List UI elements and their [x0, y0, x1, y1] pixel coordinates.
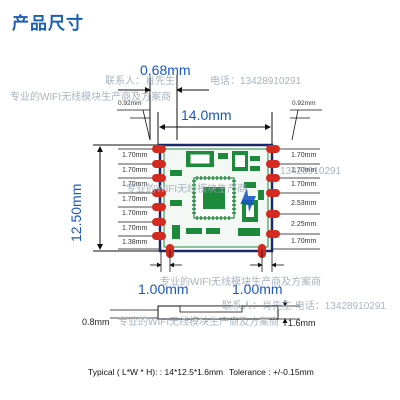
- left-pads: [152, 145, 166, 240]
- height-dimension: [93, 144, 160, 252]
- right-pitch-label: 1.70mm: [291, 238, 317, 245]
- right-pitch-label: 2.53mm: [291, 200, 317, 207]
- typical-dimensions-caption: Typical ( L*W * H): : 14*12.5*1.6mm: [88, 367, 224, 377]
- watermark-text: 专业的WIFI无线模块生产商及方案商: [160, 277, 322, 288]
- left-pitch-label: 1.70mm: [122, 152, 148, 159]
- watermark-text: 电话：13428910291: [210, 76, 302, 87]
- bottom-pad-dimensions: [150, 250, 284, 272]
- total-thickness-label: 1.6mm: [288, 318, 316, 328]
- pad-width-left-dimension: [117, 109, 151, 141]
- width-label: 14.0mm: [181, 107, 232, 123]
- left-pitch-label: 1.70mm: [122, 210, 148, 217]
- right-pitch-label: 1.70mm: [291, 152, 317, 159]
- bottom-right-pad-label: 1.00mm: [232, 281, 283, 297]
- right-pitch-label: 1.70mm: [291, 181, 317, 188]
- pcb-thickness-label: 0.8mm: [82, 317, 110, 327]
- side-profile: [110, 300, 300, 326]
- left-pitch-label: 1.38mm: [122, 239, 148, 246]
- pad-width-right-dimension: [290, 109, 322, 141]
- left-pitch-label: 1.70mm: [122, 225, 148, 232]
- pad-width-right-label: 0.92mm: [292, 100, 316, 107]
- pad-width-left-label: 0.92mm: [118, 100, 142, 107]
- watermark-text: 专业的WIFI无线模块生产商: [126, 184, 248, 195]
- watermark-text: 13428910291: [280, 166, 342, 177]
- module-board: [158, 143, 274, 253]
- watermark-text: 专业的WIFI无线模块生产商及方案商: [10, 92, 172, 103]
- left-pitch-label: 1.70mm: [122, 167, 148, 174]
- left-pitch-label: 1.70mm: [122, 181, 148, 188]
- tolerance-caption: Tolerance : +/-0.15mm: [229, 367, 314, 377]
- watermark-text: 联系人：肖先生: [105, 76, 175, 87]
- width-dimension: [157, 112, 273, 148]
- top-gap-label: 0.68mm: [140, 62, 191, 78]
- page-title: 产品尺寸: [12, 14, 84, 33]
- right-pitch-label: 1.70mm: [291, 167, 317, 174]
- right-pads: [266, 145, 280, 238]
- watermark-text: 联系人：肖先生 电话：13428910291: [222, 301, 386, 312]
- watermark-text: 专业的WIFI无线模块生产商及方案商: [118, 317, 280, 328]
- right-pitch-label: 2.25mm: [291, 221, 317, 228]
- left-pitch-label: 1.70mm: [122, 196, 148, 203]
- bottom-left-pad-label: 1.00mm: [138, 281, 189, 297]
- height-label: 12.50mm: [68, 183, 84, 242]
